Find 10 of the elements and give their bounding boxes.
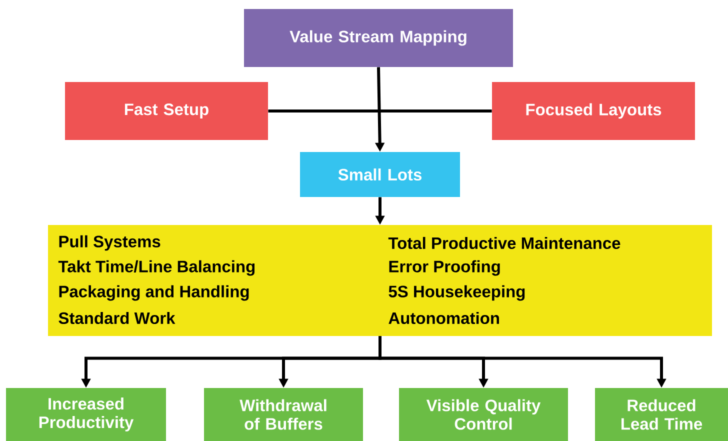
outcome-box: Withdrawal of Buffers <box>204 388 363 441</box>
outcome-box: Reduced Lead Time <box>595 388 728 441</box>
connector-line <box>268 110 492 112</box>
process-box: Fast Setup <box>65 82 268 140</box>
process-box: Small Lots <box>300 152 460 197</box>
list-panel: Pull Systems Total Productive Maintenance Takt Time/Line Balancing Error Proofing Packaging and Handling 5S Housekeeping Standard Work Autonomation <box>48 225 712 336</box>
process-box: Value Stream Mapping <box>244 9 513 67</box>
process-box: Focused Layouts <box>492 82 695 140</box>
outcome-box: Increased Productivity <box>6 388 166 441</box>
outcome-box: Visible Quality Control <box>399 388 568 441</box>
